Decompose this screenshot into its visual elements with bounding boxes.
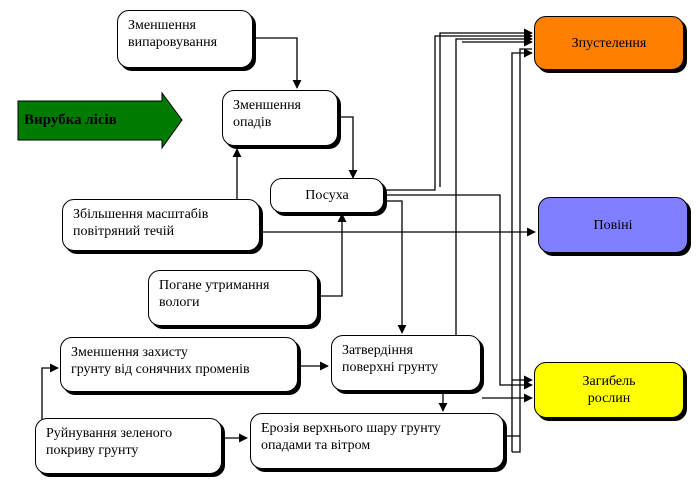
node-reduced-sun-protection: Зменшення захисту грунту від сонячних пр… (60, 337, 298, 392)
node-air-currents: Збільшення масштабів повітряний течій (62, 199, 260, 251)
node-soil-hardening: Затвердіння поверхні грунту (331, 335, 481, 391)
node-text: Затвердіння (342, 343, 413, 358)
connector-drought-hardening (385, 200, 407, 334)
node-reduced-precipitation: Зменшення опадів (222, 90, 338, 146)
connector-cover-sunprotect (41, 363, 59, 420)
outcome-desertification: Зпустелення (534, 16, 684, 70)
connector-drought-desert-1 (385, 31, 533, 191)
node-green-cover-destruction: Руйнування зеленого покриву грунту (35, 418, 222, 474)
node-text: Зменшення (233, 98, 301, 113)
connector-erosion-desert (511, 48, 533, 452)
deforestation-arrow-shape (17, 91, 183, 150)
node-text: опадів (233, 115, 272, 130)
connector-erosion-out (505, 435, 521, 453)
deforestation-label: Вирубка лісів (24, 112, 117, 128)
node-text: випаровування (128, 35, 218, 50)
node-text: опадами та вітром (261, 438, 371, 453)
node-text: повітряний течій (73, 224, 175, 239)
node-text: вологи (159, 295, 200, 310)
connector-moisture-drought (320, 213, 347, 297)
connector-drought-desert-2 (439, 28, 533, 187)
node-text: Погане утримання (159, 278, 270, 293)
node-topsoil-erosion: Ерозія верхнього шару грунту опадами та … (250, 413, 504, 469)
node-poor-moisture: Погане утримання вологи (148, 270, 318, 326)
node-drought: Посуха (270, 178, 384, 213)
node-text: Посуха (305, 188, 349, 203)
node-text: Руйнування зеленого (46, 426, 173, 441)
node-reduced-evaporation: Зменшення випаровування (117, 10, 253, 68)
outcome-floods: Повіні (538, 197, 688, 253)
node-text: Ерозія верхнього шару грунту (261, 421, 441, 436)
node-text: поверхні грунту (342, 360, 439, 375)
outcome-plant-death: Загибель рослин (534, 362, 684, 418)
connector-hardening-desert (455, 34, 533, 335)
connector-drought-plants (385, 194, 533, 390)
node-text: грунту від сонячних променів (71, 362, 250, 377)
outcome-text: Повіні (593, 217, 633, 233)
node-text: покриву грунту (46, 443, 139, 458)
connector-precip-drought (338, 116, 358, 179)
outcome-text: Зпустелення (571, 35, 647, 51)
connector-evap-precip (250, 37, 302, 89)
outcome-text: рослин (587, 391, 631, 406)
node-text: Зменшення (128, 18, 196, 33)
outcome-text: Загибель (582, 374, 636, 389)
node-text: Збільшення масштабів (73, 207, 209, 222)
connector-drought-desert-4 (519, 48, 532, 436)
node-text: Зменшення захисту (71, 345, 188, 360)
